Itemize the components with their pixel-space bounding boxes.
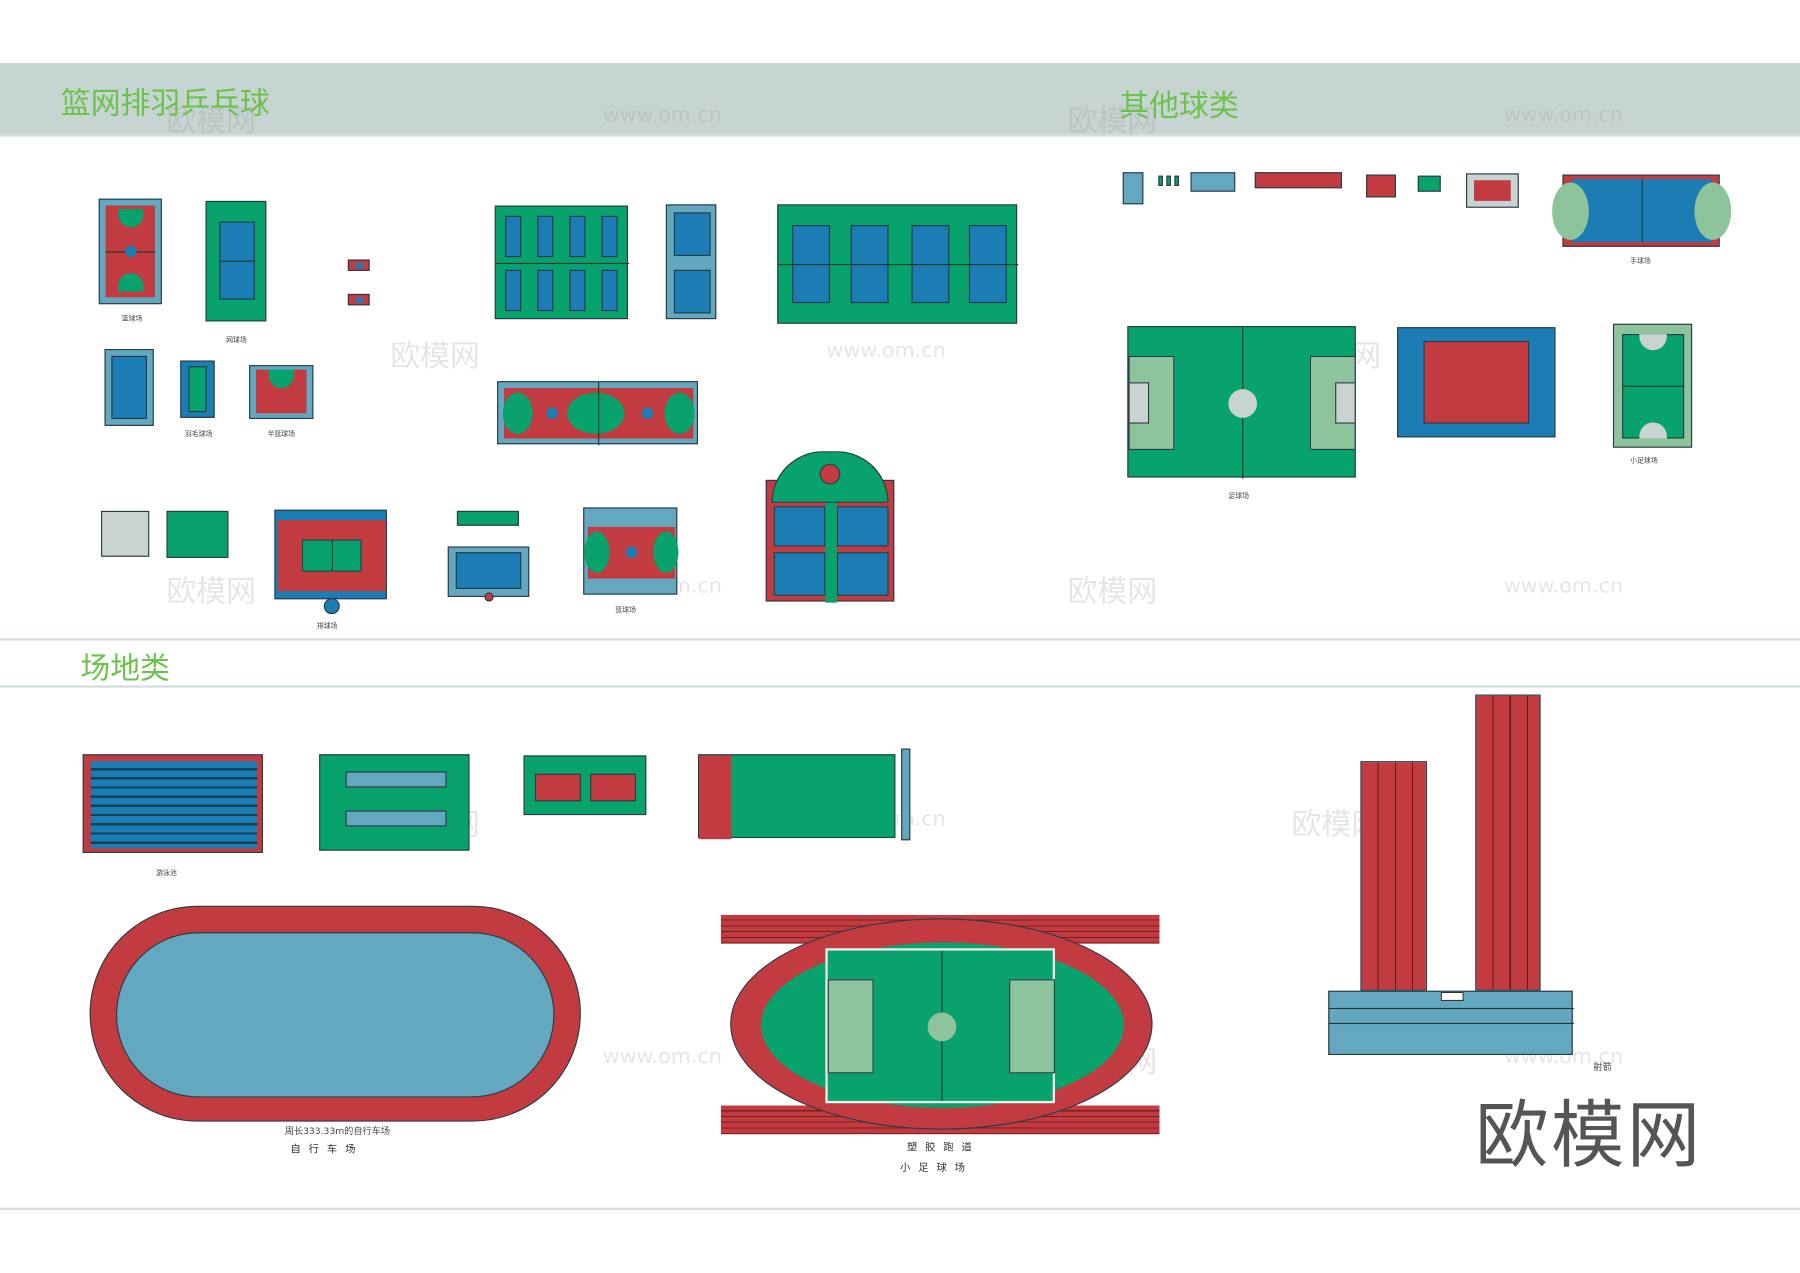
court-label: 篮球场 [615, 606, 637, 615]
section-title-ball-sports: 篮网排羽乒乓球 [60, 87, 270, 122]
watermark: 欧模网 [166, 575, 257, 610]
divider [0, 134, 1800, 137]
cycling-track [89, 905, 581, 1122]
archery-base [1328, 990, 1574, 1056]
court-label: 游泳池 [156, 869, 177, 878]
football-field [1127, 326, 1356, 479]
section-header-band [0, 63, 1800, 135]
ice-rink [1397, 327, 1556, 438]
practice-wall [456, 510, 519, 526]
court-label: 羽毛球场 [184, 430, 213, 439]
court-label: 篮球场 [121, 314, 143, 323]
watermark: www.om.cn [826, 338, 946, 363]
double-basketball-court [497, 381, 698, 446]
divider [0, 685, 1800, 688]
basketball-court [98, 198, 162, 305]
watermark: www.om.cn [602, 1044, 722, 1069]
volleyball-arena [274, 509, 387, 615]
court-label: 小 足 球 场 [900, 1162, 968, 1175]
watermark: www.om.cn [1503, 574, 1624, 599]
half-basketball-court [249, 365, 314, 420]
tennis-courts-four [777, 204, 1019, 324]
court-label: 自 行 车 场 [290, 1144, 358, 1157]
handball-court [1552, 174, 1732, 247]
sports-complex-dome [771, 451, 889, 503]
court-caption: 周长333.33m的自行车场 [284, 1126, 391, 1137]
table-tennis-table [347, 293, 370, 306]
archery-lane [1475, 694, 1541, 991]
watermark: 欧模网 [1067, 104, 1158, 139]
court-icon [1158, 175, 1163, 186]
badminton-courts [665, 204, 717, 320]
court-icon [1190, 172, 1236, 192]
court-label: 射箭 [1593, 1061, 1612, 1073]
court-label: 半篮球场 [267, 430, 296, 439]
tennis-practice-court [447, 546, 530, 602]
section-title-other-balls: 其他球类 [1119, 89, 1239, 124]
divider [0, 638, 1800, 641]
court-icon [1417, 175, 1441, 192]
tennis-court [205, 200, 267, 322]
divider [0, 1207, 1800, 1210]
badminton-court [104, 348, 154, 426]
court-icon [1174, 175, 1179, 186]
section-title-venues: 场地类 [80, 652, 170, 687]
table-tennis-table [347, 259, 370, 271]
court-icon [1254, 172, 1343, 189]
watermark: 欧模网 [1067, 575, 1158, 610]
court-label: 塑 胶 跑 道 [906, 1142, 975, 1154]
court-label: 小足球场 [1630, 456, 1658, 465]
court-label: 排球场 [316, 622, 338, 631]
squash-court [101, 510, 150, 557]
watermark: www.om.cn [1503, 103, 1624, 128]
court-icon [1166, 175, 1171, 186]
watermark: 欧模网 [390, 339, 480, 375]
court-label: 网球场 [226, 336, 247, 345]
archery-lane [1360, 761, 1427, 991]
wrestling-hall [523, 755, 647, 816]
volleyball-court-small [180, 360, 215, 418]
court-icon [1465, 173, 1519, 208]
indoor-basketball-court [583, 507, 679, 595]
track-football-field [825, 948, 1056, 1104]
training-court [166, 510, 229, 558]
watermark: www.om.cn [602, 103, 722, 128]
court-label: 足球场 [1228, 492, 1250, 501]
small-football-court [1612, 323, 1693, 448]
multi-basketball-courts [494, 205, 630, 320]
shooting-range [697, 754, 896, 840]
court-icon [1122, 172, 1144, 205]
watermark: 欧模网 [166, 104, 257, 139]
swimming-pool [82, 754, 263, 853]
court-icon [1366, 174, 1396, 198]
gymnastics-hall [319, 754, 470, 851]
brand-logo: 欧模网 [1475, 1094, 1703, 1179]
court-label: 手球场 [1630, 257, 1651, 266]
shooting-target-wall [901, 748, 911, 841]
